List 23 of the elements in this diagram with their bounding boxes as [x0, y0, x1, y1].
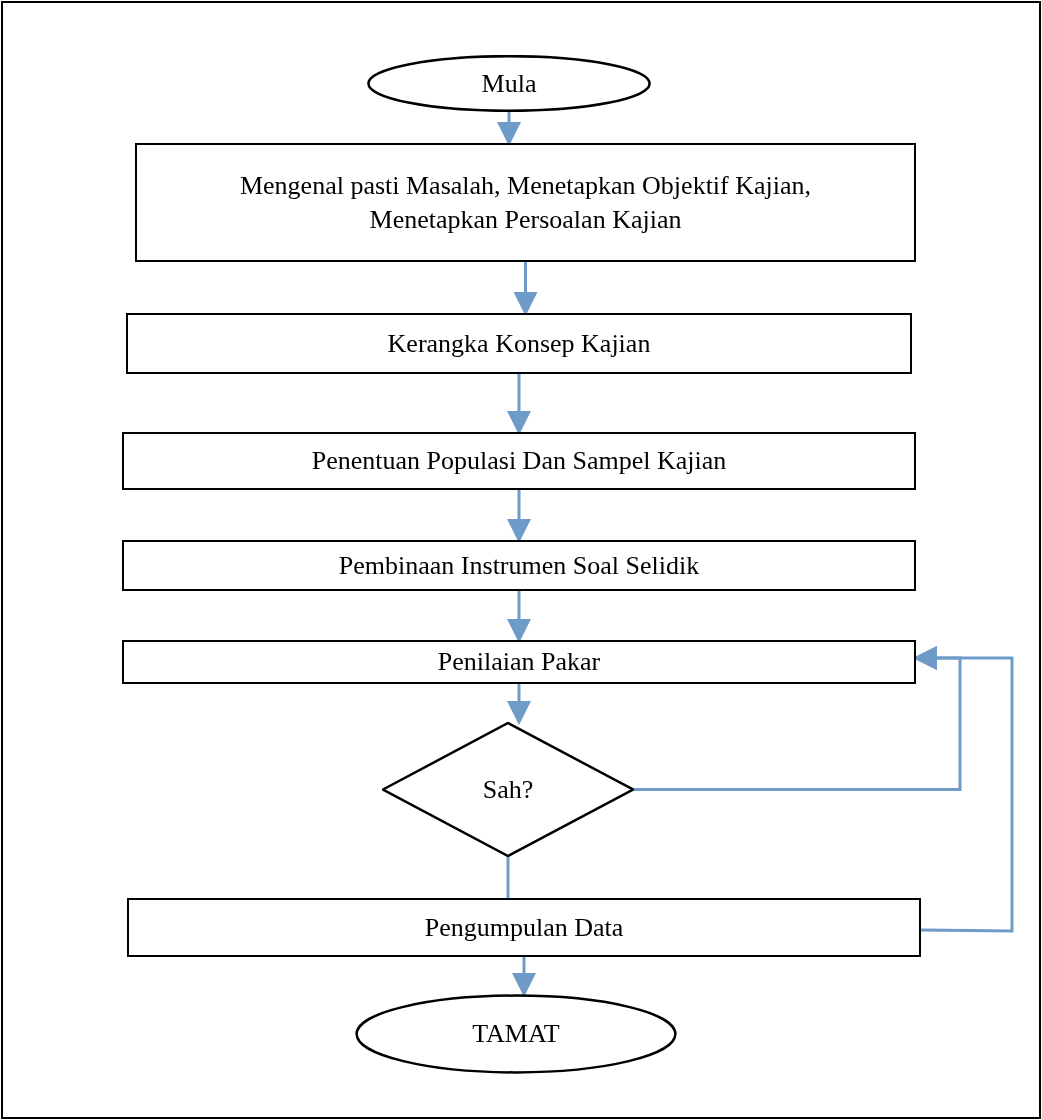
node-label: Mengenal pasti Masalah, Menetapkan Objektif Kajian, Menetapkan Persoalan Kajian: [238, 169, 813, 236]
process-box: [135, 143, 916, 262]
arrow: [513, 262, 538, 316]
node-label: Penilaian Pakar: [436, 646, 602, 679]
node-label: Pembinaan Instrumen Soal Selidik: [337, 549, 701, 582]
process-box: [122, 540, 916, 591]
arrow: [507, 591, 531, 643]
process-box: [126, 313, 912, 374]
process-box: [122, 640, 916, 684]
node-label: Pengumpulan Data: [423, 911, 625, 944]
process-box: [122, 432, 916, 490]
arrow: [507, 684, 531, 725]
node-label: Penentuan Populasi Dan Sampel Kajian: [310, 445, 728, 478]
node-label: Sah?: [481, 773, 535, 806]
arrow: [507, 374, 531, 435]
arrow: [507, 490, 531, 543]
node-label: Kerangka Konsep Kajian: [386, 327, 652, 360]
process-box: [127, 898, 921, 957]
node-label: TAMAT: [471, 1018, 561, 1051]
decision-diamond: [382, 722, 634, 857]
node-label: Mula: [480, 67, 538, 100]
terminal-ellipse: [355, 994, 677, 1074]
arrow: [497, 112, 521, 146]
